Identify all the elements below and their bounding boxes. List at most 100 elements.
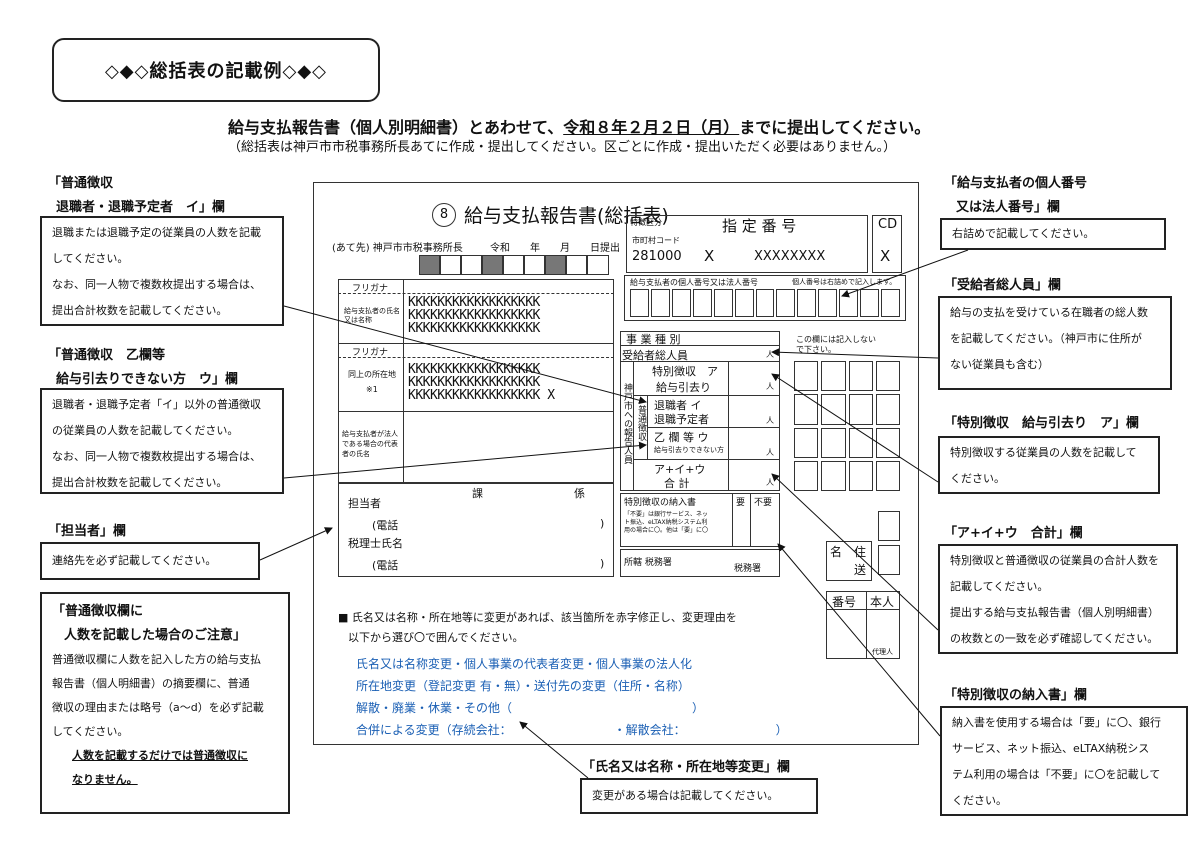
tokusoku-label: 特徴区分 (630, 218, 662, 227)
goukei-box: 特別徴収と普通徴収の従業員の合計人数を 記載してください。 提出する給与支払報告… (938, 544, 1178, 654)
cd-box (872, 215, 902, 273)
soukatsu-form: 8 給与支払報告書(総括表) (あて先) 神戸市市税事務所長 令和 年 月 日提… (313, 182, 919, 745)
reserved-cell (875, 361, 900, 392)
fj-i-label-2: 退職者・退職予定者 イ」欄 (56, 200, 226, 215)
meiju-box (826, 541, 872, 581)
kk-line: KKKKKKKKKKKKKKKKKK (408, 295, 540, 310)
change-option-3: 解散・廃業・休業・その他（ ） (356, 701, 705, 715)
leader-line-jukyu (771, 348, 939, 359)
fj-u-label-2: 給与引去りできない方 ウ」欄 (56, 372, 239, 387)
kk-line: KKKKKKKKKKKKKKKKKK (408, 362, 540, 377)
fj-u-line: なお、同一人物で複数枚提出する場合は、 (52, 450, 261, 463)
kojin-label-2: 又は法人番号」欄 (956, 200, 1061, 215)
tanto-label-form: 担当者 (348, 497, 381, 510)
shimei-label: 「氏名又は名称・所在地等変更」欄 (582, 760, 791, 775)
reserved-box (878, 511, 900, 541)
date-row: 令和 年 月 日提出 (490, 243, 620, 254)
digit-cell (630, 289, 649, 317)
toku-a-1: 特別徴収 ア (652, 365, 718, 378)
divider (620, 345, 780, 346)
nin-unit: 人 (766, 416, 774, 425)
change-option-4: 合併による変更（存続会社： ・解散会社： ） (356, 723, 788, 737)
jukyu-line: 給与の支払を受けている在職者の総人数 (950, 306, 1148, 319)
shokatsu-area (620, 549, 780, 577)
fj-u-box: 退職者・退職予定者「イ」以外の普通徴収 の従業員の人数を記載してください。 なお… (40, 388, 284, 494)
date-cell (503, 255, 524, 275)
x-number: XXXXXXXX (754, 249, 826, 264)
digit-cell (776, 289, 796, 317)
goukei-line: 特別徴収と普通徴収の従業員の合計人数を (950, 554, 1159, 567)
leader-line-nounyu (777, 543, 941, 737)
kk-addr-block: KKKKKKKKKKKKKKKKKK KKKKKKKKKKKKKKKKKK KK… (408, 363, 555, 402)
caution-box: 「普通徴収欄に 人数を記載した場合のご注意」 普通徴収欄に人数を記入した方の給与… (40, 592, 290, 814)
fj-u-line: の従業員の人数を記載してください。 (52, 424, 239, 437)
fuyo-note: 「不要」は銀行サービス、ネッ ト振込、eLTAX納税システム利 用の場合に〇。他… (624, 511, 708, 535)
nounyu-line: ください。 (952, 794, 1007, 807)
furigana-2: フリガナ (352, 348, 389, 358)
divider (620, 361, 780, 362)
shokatsu-label: 所轄 税務署 (624, 558, 672, 568)
leader-line-fj-i (283, 305, 647, 405)
date-cell (524, 255, 545, 275)
x-mark-1: X (704, 247, 715, 265)
reserved-cell (821, 460, 846, 491)
denwa-1: (電話 (372, 519, 399, 532)
kojin-text: 右詰めで記載してください。 (952, 227, 1095, 240)
date-cell (587, 255, 609, 275)
digit-cell (692, 289, 712, 317)
code-area (626, 215, 868, 273)
change-option-1: 氏名又は名称変更・個人事業の代表者変更・個人事業の法人化 (356, 657, 693, 671)
ka-label: 課 (472, 487, 483, 500)
divider (732, 493, 733, 547)
reserved-cell (848, 460, 873, 491)
kinyu-note: この欄には記入しないで下さい。 (796, 335, 876, 354)
otsu-u-2: 給与引去りできない方 (654, 446, 724, 454)
digit-cell (839, 289, 859, 317)
divider (750, 493, 751, 547)
tanto-box: 連絡先を必ず記載してください。 (40, 542, 260, 580)
divider (634, 395, 780, 396)
mei-label: 名 (830, 545, 843, 559)
goukei-label: 「ア+イ+ウ 合計」欄 (944, 526, 1083, 541)
divider (338, 293, 614, 294)
reserved-cell (875, 460, 900, 491)
daihyo-label: 給与支払者が法人である場合の代表者の氏名 (342, 430, 398, 458)
jukyu-line: を記載してください。（神戸市に住所が (950, 332, 1142, 345)
kojin-label-1: 「給与支払者の個人番号 (944, 176, 1088, 191)
fuyo-label: 不要 (754, 498, 773, 508)
fj-i-box: 退職または退職予定の従業員の人数を記載 してください。 なお、同一人物で複数枚提… (40, 216, 284, 326)
fj-i-line: 提出合計枚数を記載してください。 (52, 304, 228, 317)
honnin-label: 本人 (870, 595, 895, 609)
leader-line-fj-u (283, 441, 647, 479)
ju-label: 住 (854, 545, 867, 559)
divider (338, 343, 614, 344)
kojin-note: 個人番号は右詰めで記入します。 (792, 278, 897, 286)
tanto-block (338, 483, 614, 577)
side-col-2 (634, 395, 648, 459)
shitei-label: 指 定 番 号 (722, 217, 797, 235)
divider (338, 411, 614, 412)
zeirishi-label: 税理士氏名 (348, 537, 403, 550)
yo-label: 要 (736, 498, 746, 508)
payer-table (338, 279, 614, 483)
caution-line: してください。 (52, 725, 129, 738)
fj-i-label-1: 「普通徴収 (48, 176, 114, 191)
x-mark-2: X (880, 247, 891, 265)
headline-date: 令和８年２月２日（月） (563, 118, 740, 137)
reserved-cell (821, 427, 846, 458)
divider (634, 459, 780, 460)
toku-a-2: 給与引去り (656, 381, 711, 394)
change-intro-1: ■ 氏名又は名称・所在地等に変更があれば、該当箇所を赤字修正し、変更理由を (338, 611, 737, 624)
reserved-cell (848, 394, 873, 425)
digit-cell (881, 289, 900, 317)
gray-cell (545, 255, 566, 275)
reserved-cell (794, 427, 819, 458)
subline: （総括表は神戸市市税事務所長あてに作成・提出してください。区ごとに作成・提出いた… (228, 140, 897, 155)
bango-box (826, 591, 900, 659)
kk-line: KKKKKKKKKKKKKKKKKK (408, 321, 540, 336)
furigana-1: フリガナ (352, 284, 389, 294)
kk-line: KKKKKKKKKKKKKKKKKK (408, 375, 540, 390)
jukyu-label: 「受給者総人員」欄 (944, 278, 1062, 293)
headline-post: までに提出してください。 (739, 118, 931, 137)
caution-underline-2: なりません。 (72, 773, 138, 786)
